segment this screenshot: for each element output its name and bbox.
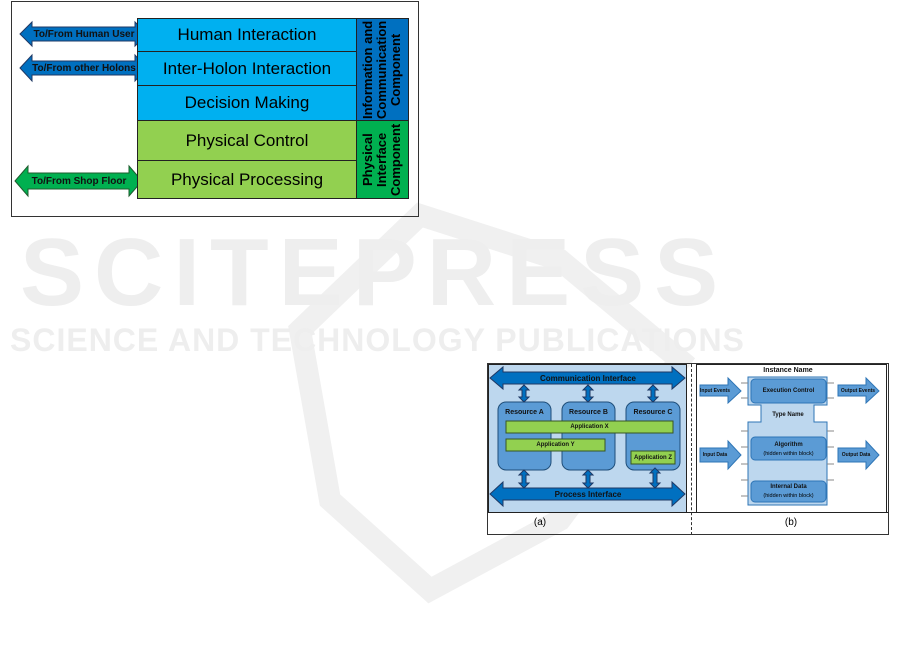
communication-arrow-icon	[489, 365, 686, 391]
layer-inter-holon: Inter-Holon Interaction	[137, 51, 357, 86]
caption-a: (a)	[533, 516, 547, 528]
caption-b: (b)	[784, 516, 798, 528]
arrow-label-human-user: To/From Human User	[33, 28, 135, 40]
output-data-arrow-icon	[837, 439, 880, 471]
output-events-arrow-icon	[837, 376, 880, 405]
dashed-divider	[691, 364, 692, 535]
instance-name-label: Instance Name	[763, 366, 813, 374]
physical-component: Physical Interface Component	[356, 120, 409, 199]
watermark-tagline: SCIENCE AND TECHNOLOGY PUBLICATIONS	[10, 322, 745, 358]
resource-b-label: Resource B	[569, 409, 608, 416]
algorithm-label: Algorithm	[774, 441, 803, 448]
application-z-label: Application Z	[634, 454, 672, 461]
layer-human-interaction: Human Interaction	[137, 18, 357, 52]
input-events-arrow-icon	[699, 376, 742, 405]
application-y-label: Application Y	[536, 442, 575, 448]
input-data-label: Input Data	[702, 451, 728, 458]
type-name-label: Type Name	[772, 412, 804, 418]
execution-control-box	[750, 378, 827, 404]
holon-figure	[11, 1, 419, 217]
application-x-bar	[505, 420, 674, 434]
communication-interface-label: Communication Interface	[539, 373, 636, 383]
application-z-bar	[630, 450, 676, 465]
application-x-label: Application X	[570, 424, 609, 430]
arrow-label-other-holons: To/From other Holons	[32, 62, 136, 74]
internal-data-label: Internal Data	[770, 483, 807, 490]
resource-a-label: Resource A	[505, 409, 544, 416]
execution-control-label: Execution Control	[762, 388, 815, 394]
algorithm-box	[750, 436, 827, 461]
divider	[488, 512, 888, 513]
internal-data-sublabel: (hidden within block)	[763, 492, 814, 499]
output-events-label: Output Events	[840, 387, 876, 394]
info-component: Information and Communication Component	[356, 18, 409, 121]
output-data-label: Output Data	[841, 451, 871, 458]
algorithm-sublabel: (hidden within block)	[763, 450, 814, 457]
application-y-bar	[505, 438, 606, 452]
process-arrow-icon	[489, 480, 686, 508]
resource-c-label: Resource C	[633, 409, 673, 416]
input-data-arrow-icon	[699, 439, 742, 471]
iec-figure	[487, 363, 889, 535]
input-events-label: Input Events	[700, 387, 731, 394]
arrow-label-shop-floor: To/From Shop Floor	[31, 175, 127, 187]
internal-data-box	[750, 480, 827, 503]
watermark-brand: SCITEPRESS	[20, 219, 729, 326]
process-interface-label: Process Interface	[554, 489, 622, 499]
layer-decision-making: Decision Making	[137, 85, 357, 121]
